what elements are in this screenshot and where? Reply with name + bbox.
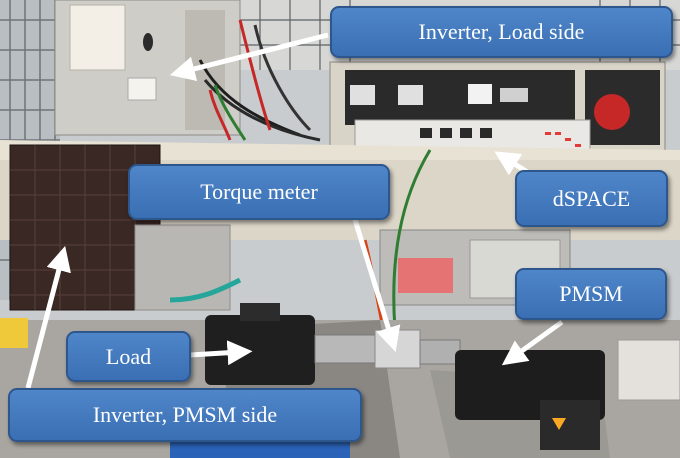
label-inverter-load-side: Inverter, Load side — [330, 6, 673, 58]
label-pmsm: PMSM — [515, 268, 667, 320]
torque-meter — [374, 329, 421, 369]
label-torque-meter: Torque meter — [128, 164, 390, 220]
cabinet-mesh — [10, 145, 160, 310]
label-dspace: dSPACE — [515, 170, 668, 227]
label-load: Load — [66, 331, 191, 382]
label-inverter-pmsm-side: Inverter, PMSM side — [8, 388, 362, 442]
load-motor — [205, 315, 315, 385]
emergency-stop — [594, 94, 630, 130]
cabinet-sticker — [69, 4, 126, 71]
panel-dark-strip — [345, 70, 575, 125]
